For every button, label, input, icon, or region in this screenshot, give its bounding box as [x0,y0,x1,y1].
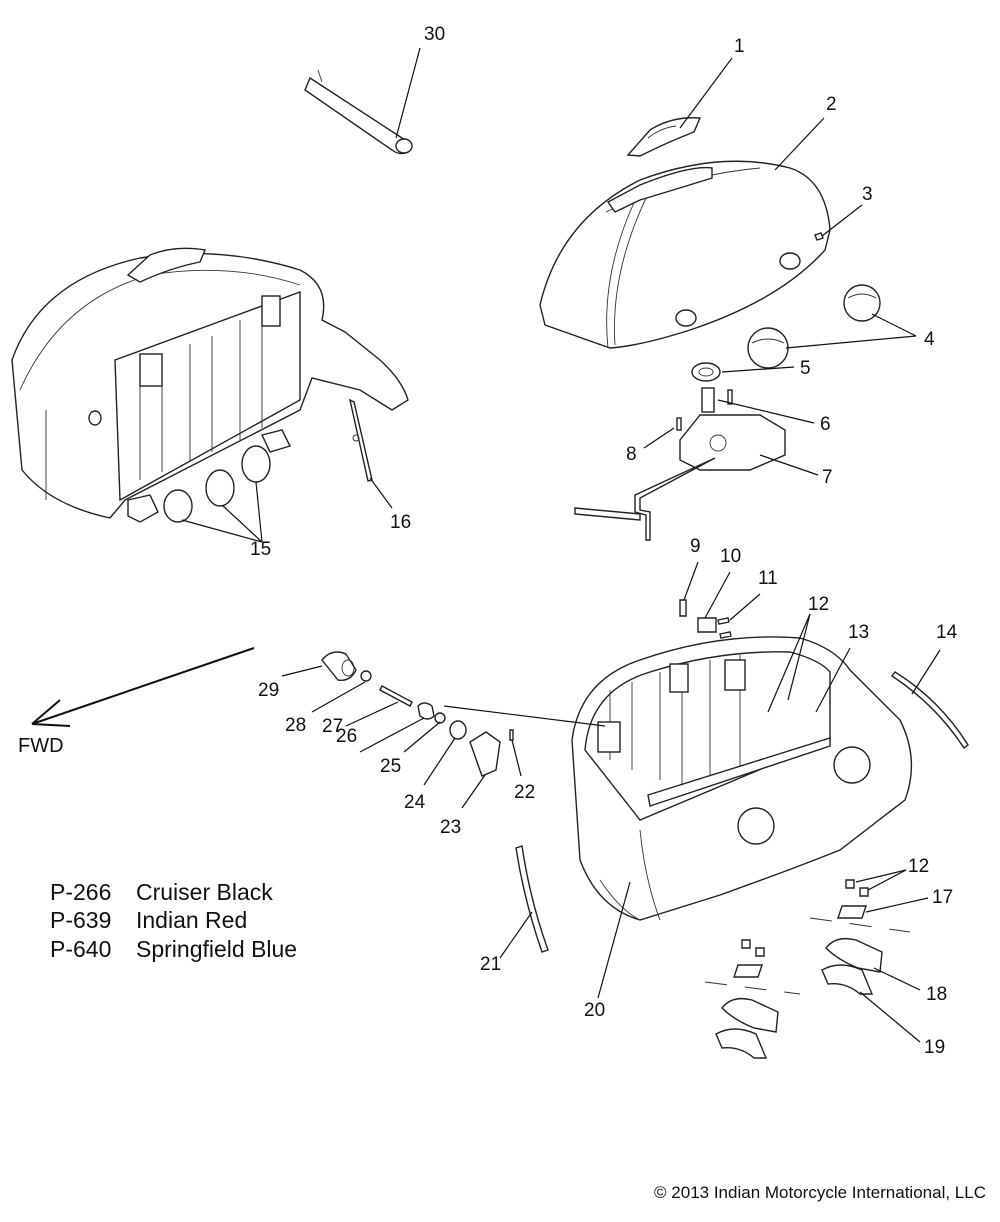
callout-3: 3 [862,184,873,205]
part-5-seal-ring [691,362,721,382]
color-name-1: Cruiser Black [136,879,273,905]
callout-4: 4 [924,329,935,350]
callout-6: 6 [820,414,831,435]
left-saddlebag-assembly [11,247,409,523]
callout-9: 9 [690,536,701,557]
callout-30: 30 [424,24,445,45]
part-30-seal-strip [304,69,413,155]
part-24-washer [449,720,467,740]
callout-8: 8 [626,444,637,465]
part-16-latch-rod [348,398,373,482]
part-15-straps [163,445,271,523]
part-26-bushing [417,702,435,720]
callout-24: 24 [404,792,426,813]
part-8-screw [676,417,682,431]
part-14-seal-strip [890,671,969,750]
hinge-assembly-leader [443,705,606,727]
part-22-rivet [509,729,514,741]
part-3-screw [814,232,824,241]
part-7-latch-mechanism [574,414,786,541]
callout-12-lower: 12 [908,856,929,877]
part-23-hinge-block [469,731,501,777]
callout-17: 17 [932,887,953,908]
callout-25: 25 [380,756,401,777]
part-1-latch-handle [626,117,702,157]
part-9-clip [679,599,687,617]
callout-28: 28 [285,715,306,736]
part-18-mount-bracket [721,937,883,1033]
copyright-notice: © 2013 Indian Motorcycle International, … [654,1183,986,1202]
callout-23: 23 [440,817,461,838]
callout-13: 13 [848,622,869,643]
callout-27: 27 [322,716,343,737]
part-10-bracket [697,617,717,633]
callout-12: 12 [808,594,829,615]
callout-10: 10 [720,546,741,567]
part-25-spacer [434,712,446,724]
part-28-washer [360,670,372,682]
forward-label: FWD [18,735,64,757]
forward-arrow [31,647,255,727]
callout-7: 7 [822,467,833,488]
color-code-3: P-640 [50,936,111,962]
part-2-saddlebag-lid [539,160,831,349]
callout-19: 19 [924,1037,945,1058]
color-name-2: Indian Red [136,907,247,933]
callout-18: 18 [926,984,947,1005]
callout-2: 2 [826,94,837,115]
part-20-saddlebag-body [571,636,913,921]
part-19-mount-pad [715,964,874,1059]
callout-15: 15 [250,539,271,560]
leader-lines [181,47,941,1043]
color-code-legend: P-266 Cruiser Black P-639 Indian Red P-6… [50,879,297,962]
callout-20: 20 [584,1000,605,1021]
callout-21: 21 [480,954,501,975]
callout-26: 26 [336,726,357,747]
part-17-plate [733,905,867,978]
color-code-2: P-639 [50,907,111,933]
part-21-trim-strip [515,845,549,953]
callout-22: 22 [514,782,535,803]
color-name-3: Springfield Blue [136,936,297,962]
part-11-screws [717,617,732,639]
callout-29: 29 [258,680,279,701]
part-29-bumper [321,651,357,681]
mount-centerline-lower [704,981,801,995]
callout-11: 11 [758,568,778,589]
color-code-1: P-266 [50,879,111,905]
callout-16: 16 [390,512,411,533]
callout-5: 5 [800,358,811,379]
part-27-pin [379,685,413,707]
mount-centerline-upper [809,917,911,933]
part-6-lock-cylinder [701,387,733,413]
callout-1: 1 [734,36,745,57]
callout-14: 14 [936,622,958,643]
part-4-lock-covers [747,284,881,369]
part-12-screws-lower [741,879,869,957]
